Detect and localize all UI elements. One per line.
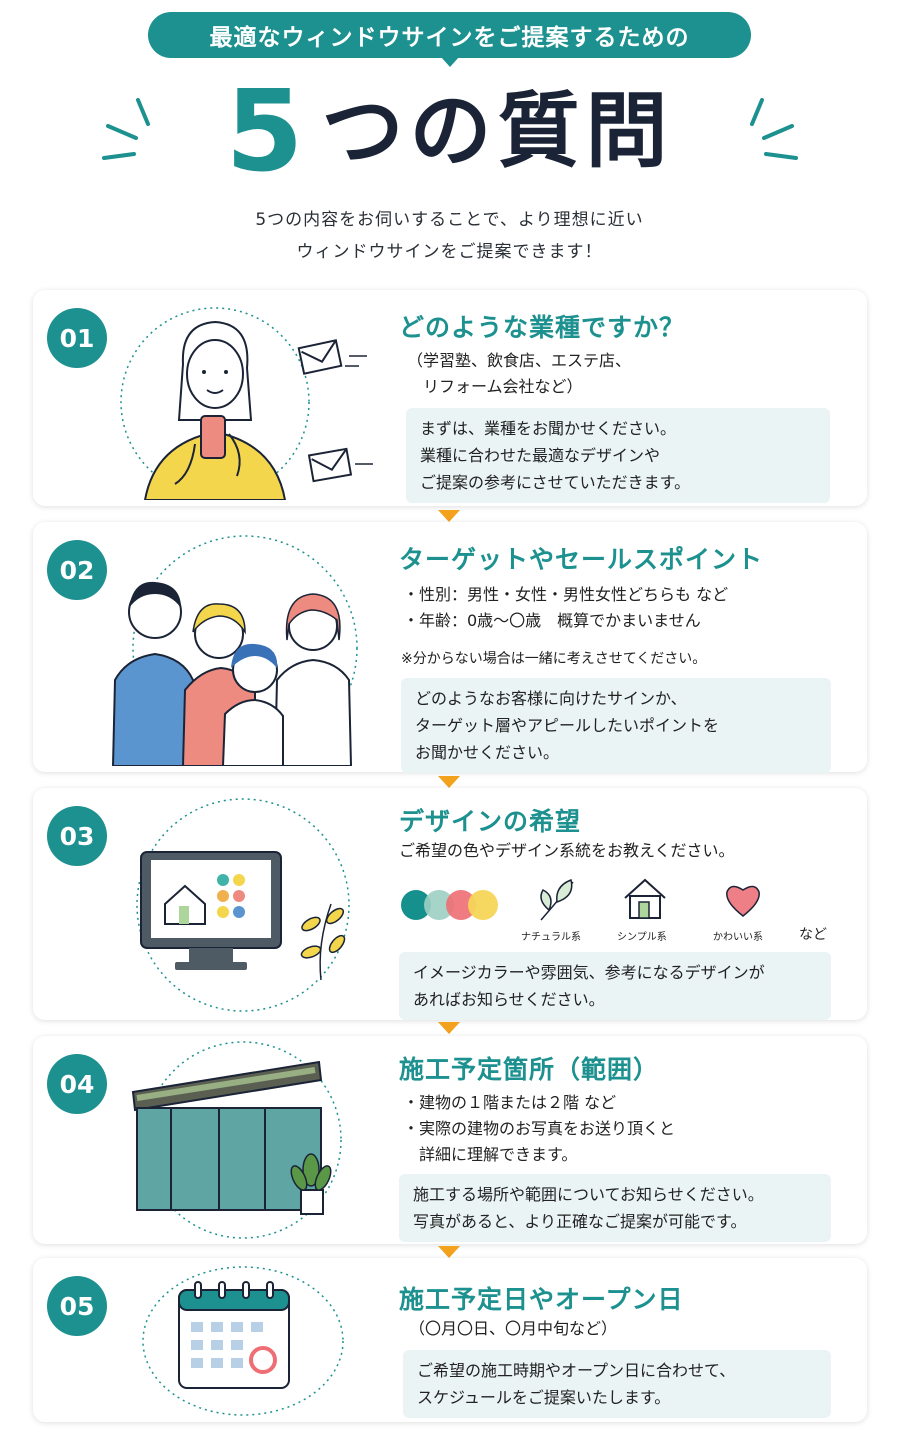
text-line: リフォーム会社など）	[407, 377, 583, 396]
note-line: ご提案の参考にさせていただきます。	[420, 473, 691, 492]
card-number-badge: 04	[47, 1054, 107, 1114]
title-text: つの質問	[321, 84, 674, 179]
style-etc: など	[799, 927, 827, 943]
woman-smartphone-illustration	[120, 307, 373, 500]
text-line: ・性別：男性・女性・男性女性どちらも など	[403, 585, 729, 604]
style-tag-cute: かわいい系	[713, 932, 763, 943]
style-tag-natural: ナチュラル系	[521, 932, 581, 943]
style-tag-simple: シンプル系	[617, 932, 667, 943]
card-note: どのようなお客様に向けたサインか、 ターゲット層やアピールしたいポイントを お聞…	[401, 678, 831, 773]
color-palette-icon	[401, 890, 498, 920]
text-line: 詳細に理解できます。	[403, 1145, 578, 1164]
sparkle-right-icon	[750, 98, 798, 160]
note-line: どのようなお客様に向けたサインか、	[415, 689, 687, 708]
card-text: （〇月〇日、〇月中旬など）	[409, 1319, 618, 1338]
note-line: 業種に合わせた最適なデザインや	[420, 446, 661, 465]
card-text: （学習塾、飲食店、エステ店、 リフォーム会社など）	[407, 348, 631, 400]
note-line: あればお知らせください。	[413, 990, 605, 1009]
intro-text: 5つの内容をお伺いすることで、より理想に近い ウィンドウサインをご提案できます！	[0, 204, 899, 268]
question-card-03: 03 デザインの希望 ご希望の色やデザイン系統をお教えください。 ナチュラル系	[33, 788, 867, 1020]
card-number-badge: 03	[47, 806, 107, 866]
text-line: ・年齢：0歳～〇歳 概算でかまいません	[403, 611, 701, 630]
step-arrow-icon	[438, 1246, 460, 1258]
card-title: ターゲットやセールスポイント	[399, 545, 764, 574]
question-card-04: 04 施工予定箇所（範囲） ・建物の１階または２階 など ・実際の建物のお写真を…	[33, 1036, 867, 1244]
card-text: ・性別：男性・女性・男性女性どちらも など ・年齢：0歳～〇歳 概算でかまいませ…	[403, 582, 728, 634]
note-line: 施工する場所や範囲についてお知らせください。	[413, 1185, 764, 1204]
intro-line: 5つの内容をお伺いすることで、より理想に近い	[255, 210, 644, 230]
card-text: ご希望の色やデザイン系統をお教えください。	[399, 841, 735, 860]
card-title: 施工予定日やオープン日	[399, 1285, 684, 1314]
calendar-illustration	[142, 1266, 344, 1416]
note-line: ご希望の施工時期やオープン日に合わせて、	[417, 1361, 736, 1380]
header-pill: 最適なウィンドウサインをご提案するための	[148, 12, 751, 67]
page-title: 5 つの質問	[0, 72, 899, 192]
card-title: どのような業種ですか？	[399, 313, 686, 342]
shop-front-illustration	[131, 1041, 342, 1239]
card-title: デザインの希望	[399, 807, 582, 836]
card-note: イメージカラーや雰囲気、参考になるデザインが あればお知らせください。	[399, 952, 831, 1020]
step-arrow-icon	[438, 1022, 460, 1034]
step-arrow-icon	[438, 510, 460, 522]
mail-icon	[297, 339, 353, 483]
sparkle-left-icon	[102, 98, 150, 160]
question-card-05: 05 施工予定日やオープン日 （〇月〇日、〇月中旬など） ご希望の施工時期やオー…	[33, 1258, 867, 1422]
question-card-02: 02 ターゲットやセールスポイント ・性別：男性・女性・男性女性どちらも など …	[33, 522, 867, 773]
leaf-icon	[540, 879, 574, 921]
monitor-illustration	[136, 798, 350, 1012]
note-line: スケジュールをご提案いたします。	[417, 1388, 671, 1407]
question-card-01: 01 どのような業種ですか？ （学習塾、飲食店、エステ店、 リフォーム会社など）…	[33, 290, 867, 506]
note-line: 写真があると、より正確なご提案が可能です。	[413, 1212, 747, 1231]
card-note: ご希望の施工時期やオープン日に合わせて、 スケジュールをご提案いたします。	[403, 1350, 831, 1418]
house-icon	[624, 878, 666, 919]
card-small-note: ※分からない場合は一緒に考えさせてください。	[401, 651, 707, 667]
card-text: ・建物の１階または２階 など ・実際の建物のお写真をお送り頂くと 詳細に理解でき…	[403, 1090, 675, 1168]
note-line: イメージカラーや雰囲気、参考になるデザインが	[413, 963, 765, 982]
card-number-badge: 02	[47, 540, 107, 600]
note-line: まずは、業種をお聞かせください。	[420, 419, 677, 438]
family-illustration	[111, 535, 358, 766]
title-number: 5	[225, 67, 304, 197]
card-title: 施工予定箇所（範囲）	[399, 1055, 660, 1084]
text-line: ・建物の１階または２階 など	[403, 1093, 617, 1112]
card-number-badge: 01	[47, 308, 107, 368]
card-note: まずは、業種をお聞かせください。 業種に合わせた最適なデザインや ご提案の参考に…	[406, 408, 830, 503]
card-note: 施工する場所や範囲についてお知らせください。 写真があると、より正確なご提案が可…	[399, 1174, 831, 1242]
heart-icon	[726, 885, 760, 917]
note-line: ターゲット層やアピールしたいポイントを	[415, 716, 720, 735]
text-line: ・実際の建物のお写真をお送り頂くと	[403, 1119, 676, 1138]
card-number-badge: 05	[47, 1276, 107, 1336]
step-arrow-icon	[438, 776, 460, 788]
note-line: お聞かせください。	[415, 743, 560, 762]
intro-line: ウィンドウサインをご提案できます！	[296, 242, 603, 262]
text-line: （学習塾、飲食店、エステ店、	[407, 351, 632, 370]
